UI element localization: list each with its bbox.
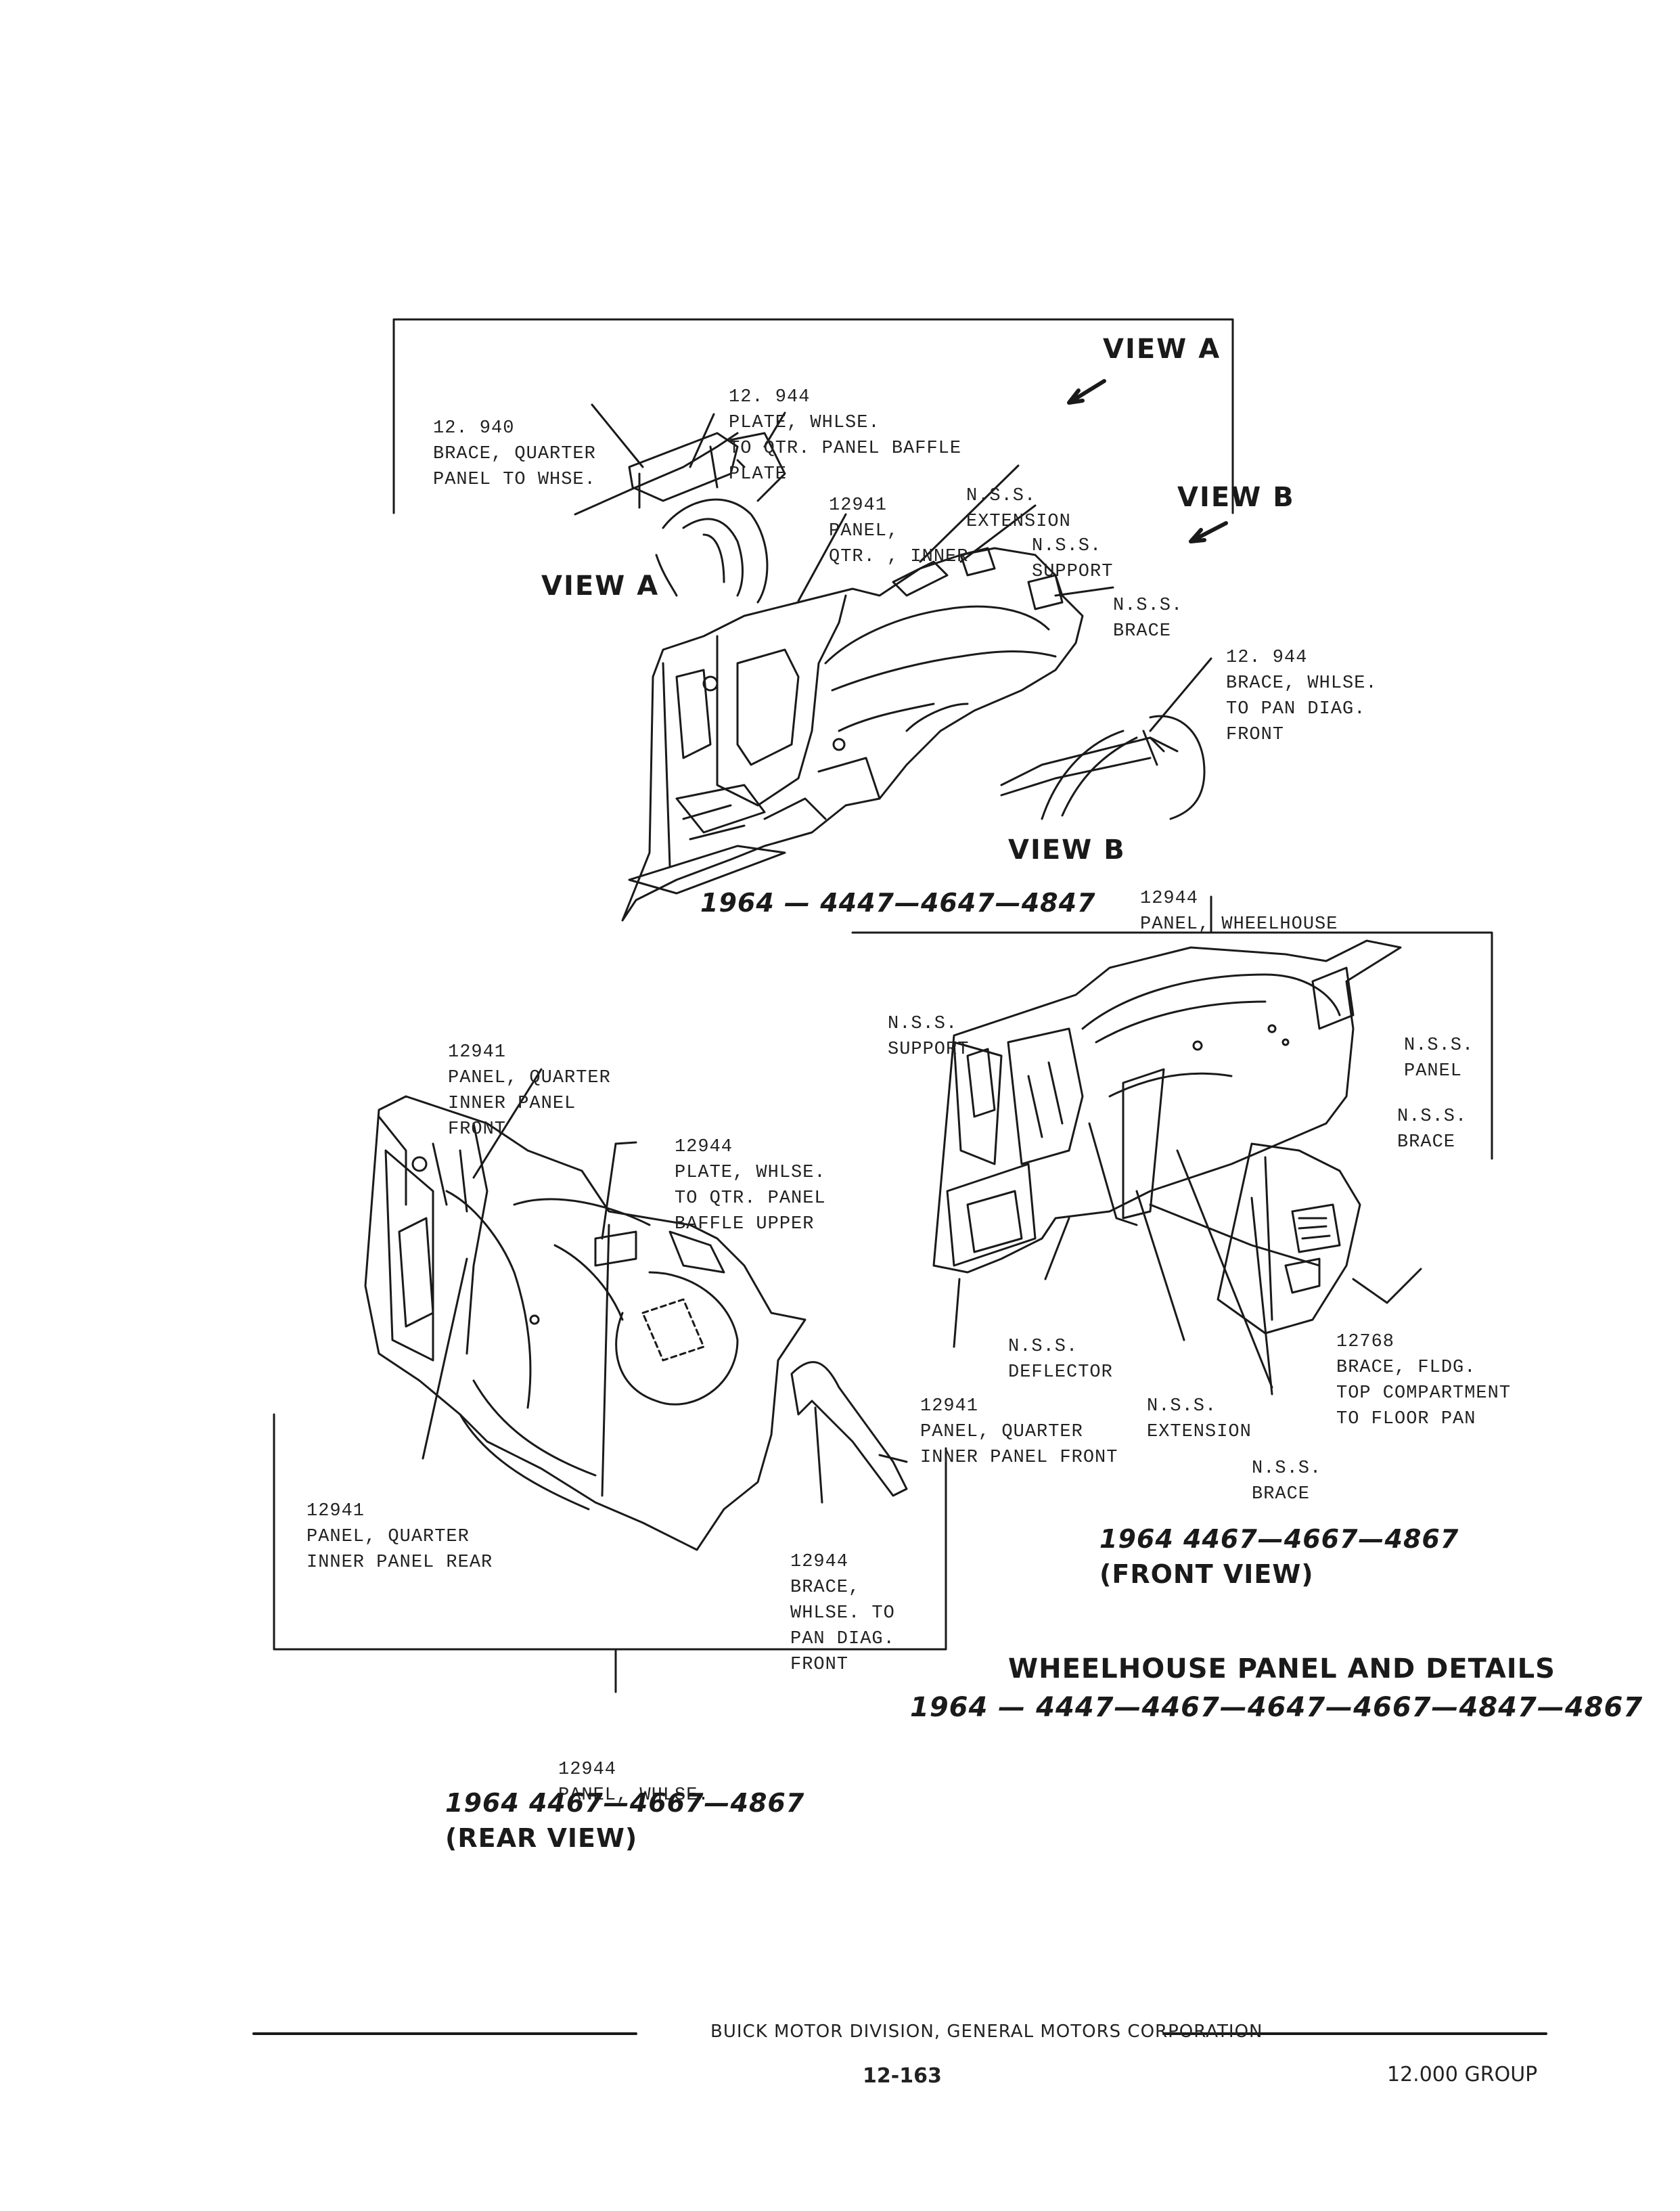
footer-division: BUICK MOTOR DIVISION, GENERAL MOTORS COR…	[710, 2022, 1263, 2042]
label-nss-extension-top: N.S.S.EXTENSION	[966, 486, 1071, 532]
view-a-caption: VIEW A	[541, 571, 660, 602]
view-b-detail	[1000, 657, 1212, 820]
frame-rear-view	[273, 1413, 947, 1693]
view-b-caption: VIEW B	[1008, 834, 1126, 866]
footer-group: 12.000 GROUP	[1387, 2063, 1538, 2086]
leader-lines-top	[797, 464, 1114, 602]
front-view-assembly	[932, 939, 1402, 1274]
diagram-subtitle: 1964 — 4447—4467—4647—4667—4847—4867	[910, 1692, 1643, 1723]
top-panel-assembly	[621, 459, 1084, 922]
label-nss-support-front: N.S.S.SUPPORT	[888, 1014, 970, 1060]
leader-lines-front	[953, 1149, 1422, 1395]
label-nss-panel-front: N.S.S.PANEL	[1404, 1035, 1474, 1081]
label-nss-extension-front: N.S.S.EXTENSION	[1147, 1396, 1252, 1442]
leader-lines-rear	[422, 1068, 823, 1504]
frame-top-view	[392, 318, 1234, 514]
footer-page-number: 12-163	[863, 2064, 942, 2088]
fldg-brace-part	[1217, 1142, 1361, 1335]
view-a-arrow-icon	[1067, 379, 1106, 405]
label-nss-deflector: N.S.S.DEFLECTOR	[1008, 1337, 1113, 1383]
frame-front-view	[851, 895, 1493, 1160]
rear-view-assembly	[364, 1095, 807, 1551]
label-nss-brace-top: N.S.S.BRACE	[1113, 596, 1183, 642]
view-b-arrow-icon	[1189, 521, 1228, 543]
model-numbers-rear: 1964 4467—4667—4867(REAR VIEW)	[445, 1788, 805, 1853]
model-numbers-front: 1964 4467—4667—4867(FRONT VIEW)	[1099, 1524, 1459, 1589]
view-a-tag: VIEW A	[1103, 334, 1221, 365]
view-a-detail	[574, 403, 786, 604]
label-nss-brace-front-right: N.S.S.BRACE	[1397, 1107, 1468, 1153]
label-nss-brace-front-bottom: N.S.S.BRACE	[1252, 1458, 1322, 1504]
view-b-tag: VIEW B	[1177, 482, 1295, 513]
model-numbers-top: 1964 — 4447—4647—4847	[700, 888, 1096, 918]
label-nss-support-top: N.S.S.SUPPORT	[1032, 536, 1114, 582]
rear-brace-part	[790, 1361, 908, 1497]
diagram-title: WHEELHOUSE PANEL AND DETAILS	[1008, 1653, 1556, 1684]
